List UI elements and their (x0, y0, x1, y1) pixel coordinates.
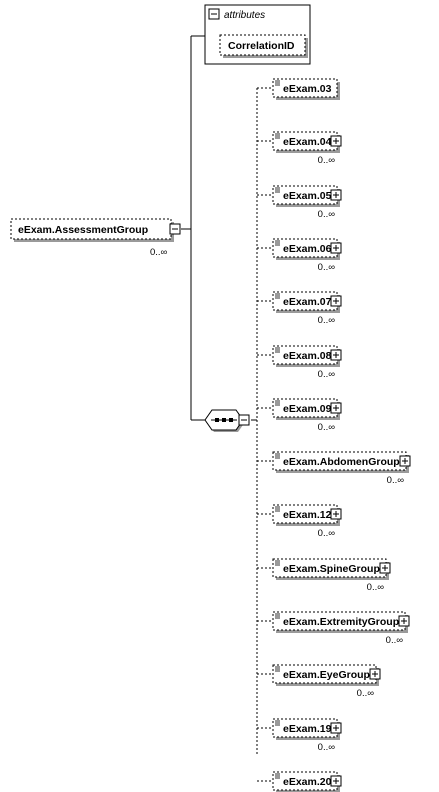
expand-icon[interactable] (330, 242, 342, 254)
child-cardinality: 0..∞ (318, 155, 336, 166)
child-cardinality: 0..∞ (357, 688, 375, 699)
child-element[interactable]: eExam.06 0..∞ (272, 238, 342, 273)
expand-icon[interactable] (379, 562, 391, 574)
child-cardinality: 0..∞ (367, 582, 385, 593)
child-element-label: eExam.03 (283, 83, 332, 95)
attributes-title: attributes (224, 10, 265, 21)
expand-icon[interactable] (330, 722, 342, 734)
element-content-icon (275, 720, 280, 726)
child-element-label: eExam.AbdomenGroup (283, 456, 400, 468)
expand-icon[interactable] (330, 775, 342, 787)
child-element[interactable]: eExam.200..∞ (272, 771, 342, 792)
element-content-icon (275, 187, 280, 193)
child-element-label: eExam.09 (283, 403, 332, 415)
child-cardinality: 0..∞ (387, 475, 405, 486)
element-content-icon (275, 613, 280, 619)
expand-icon[interactable] (330, 508, 342, 520)
child-element[interactable]: eExam.07 0..∞ (272, 291, 342, 326)
child-element-label: eExam.06 (283, 243, 332, 255)
child-element[interactable]: eExam.EyeGroup 0..∞ (272, 664, 381, 699)
child-element[interactable]: eExam.AbdomenGroup 0..∞ (272, 451, 411, 486)
child-element-label: eExam.05 (283, 190, 332, 202)
root-cardinality: 0..∞ (150, 247, 168, 258)
root-element[interactable]: eExam.AssessmentGroup 0..∞ (10, 218, 181, 258)
element-content-icon (275, 453, 280, 459)
element-box (272, 78, 338, 98)
child-cardinality: 0..∞ (318, 528, 336, 539)
child-element[interactable]: eExam.09 0..∞ (272, 398, 342, 433)
attribute-correlationid[interactable]: CorrelationID (219, 34, 308, 58)
child-element[interactable]: eExam.05 0..∞ (272, 185, 342, 220)
element-content-icon (275, 80, 280, 86)
child-element-label: eExam.12 (283, 509, 332, 521)
child-element[interactable]: eExam.12 0..∞ (272, 504, 342, 539)
expand-icon[interactable] (330, 295, 342, 307)
child-cardinality: 0..∞ (318, 369, 336, 380)
child-element[interactable]: eExam.ExtremityGroup 0..∞ (272, 611, 410, 646)
expand-icon[interactable] (398, 615, 410, 627)
element-content-icon (275, 773, 280, 779)
child-cardinality: 0..∞ (318, 315, 336, 326)
child-element-label: eExam.08 (283, 350, 332, 362)
sequence-compositor[interactable] (204, 409, 250, 432)
expand-icon[interactable] (369, 668, 381, 680)
sequence-compositor-icon (211, 418, 237, 422)
child-cardinality: 0..∞ (318, 742, 336, 753)
element-content-icon (275, 133, 280, 139)
child-element[interactable]: eExam.03 (272, 78, 340, 100)
collapse-icon[interactable] (169, 223, 181, 235)
child-element-label: eExam.EyeGroup (283, 669, 370, 681)
child-element-label: eExam.19 (283, 723, 332, 735)
expand-icon[interactable] (330, 189, 342, 201)
element-content-icon (275, 400, 280, 406)
attribute-label: CorrelationID (228, 40, 295, 52)
child-cardinality: 0..∞ (318, 209, 336, 220)
child-cardinality: 0..∞ (318, 422, 336, 433)
element-content-icon (275, 240, 280, 246)
child-element[interactable]: eExam.08 0..∞ (272, 345, 342, 380)
expand-icon[interactable] (399, 455, 411, 467)
collapse-icon[interactable] (208, 8, 220, 20)
child-element-label: eExam.04 (283, 136, 332, 148)
element-content-icon (275, 666, 280, 672)
child-cardinality: 0..∞ (318, 262, 336, 273)
element-content-icon (275, 506, 280, 512)
element-content-icon (275, 560, 280, 566)
child-element[interactable]: eExam.SpineGroup 0..∞ (272, 558, 391, 593)
expand-icon[interactable] (330, 135, 342, 147)
element-content-icon (275, 347, 280, 353)
child-element-label: eExam.ExtremityGroup (283, 616, 399, 628)
child-element[interactable]: eExam.19 0..∞ (272, 718, 342, 753)
expand-icon[interactable] (330, 349, 342, 361)
child-element[interactable]: eExam.04 0..∞ (272, 131, 342, 166)
child-cardinality: 0..∞ (386, 635, 404, 646)
tree-connectors (181, 35, 273, 782)
root-element-label: eExam.AssessmentGroup (18, 224, 148, 236)
child-element-label: eExam.07 (283, 296, 332, 308)
collapse-icon[interactable] (238, 414, 250, 426)
element-content-icon (275, 293, 280, 299)
expand-icon[interactable] (330, 402, 342, 414)
attributes-group: attributes CorrelationID (204, 4, 311, 65)
child-element-label: eExam.SpineGroup (283, 563, 380, 575)
child-element-label: eExam.20 (283, 776, 332, 788)
sequence-children: eExam.03eExam.040..∞eExam.050..∞eExam.06… (272, 78, 411, 792)
